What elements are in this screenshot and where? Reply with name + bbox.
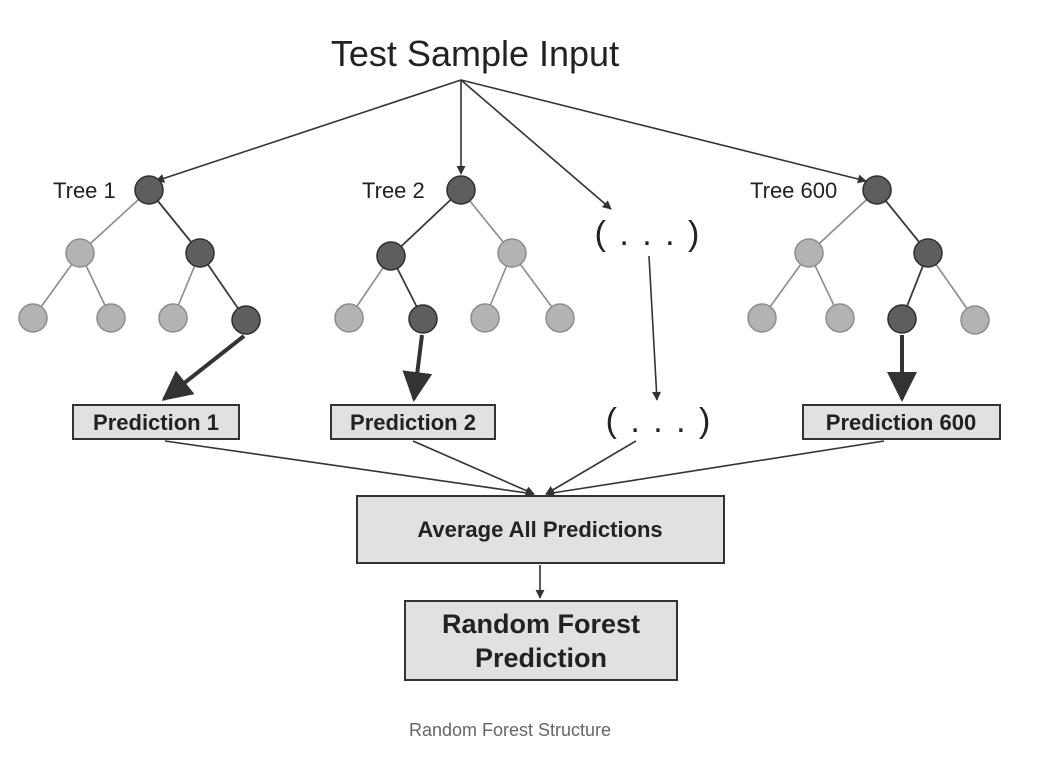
ellipsis-predictions: ( . . . )	[606, 402, 713, 440]
arrow-tree-1-to-prediction-1	[161, 334, 246, 401]
tree-1: Tree 1	[18, 175, 261, 335]
tree-node	[334, 303, 364, 333]
arrow-tree-2-to-prediction-2	[402, 334, 433, 402]
arrow-ellipsis-to-average	[545, 440, 637, 495]
prediction-2-box: Prediction 2	[330, 404, 496, 440]
tree-600-root-node	[862, 175, 892, 205]
figure-caption: Random Forest Structure	[409, 720, 611, 740]
arrow-input-to-ellipsis	[460, 79, 612, 210]
tree-node	[913, 238, 943, 268]
tree-node	[18, 303, 48, 333]
tree-2-root-node	[446, 175, 476, 205]
final-prediction-box: Random Forest Prediction	[404, 600, 678, 681]
tree-node	[158, 303, 188, 333]
arrow-ellipsis-to-ellipsis-prediction	[648, 255, 662, 401]
tree-node	[825, 303, 855, 333]
tree-node	[747, 303, 777, 333]
tree-600: Tree 600	[747, 175, 990, 335]
final-prediction-label-line-2: Prediction	[475, 643, 607, 673]
tree-2-label: Tree 2	[362, 178, 425, 203]
tree-node	[470, 303, 500, 333]
tree-node	[96, 303, 126, 333]
tree-1-root-node	[134, 175, 164, 205]
tree-1-leaf-node	[231, 305, 261, 335]
arrow-input-to-tree-1	[155, 79, 462, 183]
prediction-1-box: Prediction 1	[72, 404, 240, 440]
tree-node	[960, 305, 990, 335]
tree-node	[794, 238, 824, 268]
tree-node	[185, 238, 215, 268]
prediction-600-label: Prediction 600	[826, 410, 976, 435]
prediction-2-label: Prediction 2	[350, 410, 476, 435]
tree-2: Tree 2	[334, 175, 575, 334]
tree-600-leaf-node	[887, 304, 917, 334]
tree-node	[497, 238, 527, 268]
average-predictions-label: Average All Predictions	[417, 517, 662, 542]
ellipsis-trees: ( . . . )	[595, 215, 702, 253]
tree-600-label: Tree 600	[750, 178, 837, 203]
final-prediction-label-line-1: Random Forest	[442, 609, 640, 639]
arrow-input-to-tree-600	[460, 79, 867, 184]
arrow-prediction-600-to-average	[545, 440, 885, 498]
tree-node	[545, 303, 575, 333]
tree-2-leaf-node	[408, 304, 438, 334]
arrow-prediction-1-to-average	[164, 440, 535, 498]
prediction-600-box: Prediction 600	[802, 404, 1001, 440]
arrow-prediction-2-to-average	[412, 440, 535, 495]
prediction-1-label: Prediction 1	[93, 410, 219, 435]
tree-1-label: Tree 1	[53, 178, 116, 203]
average-predictions-box: Average All Predictions	[356, 495, 725, 564]
tree-node	[376, 241, 406, 271]
tree-node	[65, 238, 95, 268]
diagram-title: Test Sample Input	[331, 33, 619, 74]
